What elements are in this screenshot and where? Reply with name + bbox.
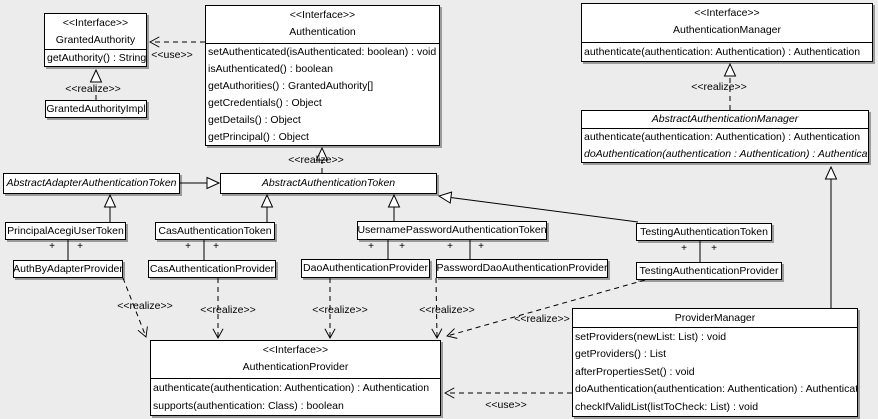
method-item: getDetails() : Object <box>208 114 301 127</box>
edge-label-realize: <<realize>> <box>419 304 475 316</box>
class-name: AuthenticationManager <box>673 24 781 36</box>
class-auth-by-adapter-provider[interactable]: AuthByAdapterProvider <box>13 260 123 278</box>
multiplicity-label: + <box>213 241 219 252</box>
class-testing-authentication-token[interactable]: TestingAuthenticationToken <box>636 223 772 241</box>
class-name: TestingAuthenticationProvider <box>639 264 779 277</box>
edge-label-use: <<use>> <box>151 49 193 61</box>
compartment-divider <box>151 378 440 379</box>
class-dao-authentication-provider[interactable]: DaoAuthenticationProvider <box>301 259 430 278</box>
method-item: getPrincipal() : Object <box>208 131 309 144</box>
class-name: GrantedAuthority <box>55 34 136 46</box>
method-item: getProviders() : List <box>575 348 667 361</box>
method-item: authenticate(authentication: Authenticat… <box>584 131 861 144</box>
class-name: CasAuthenticationProvider <box>149 262 275 275</box>
compartment-divider <box>573 327 857 328</box>
edge-label-realize: <<realize>> <box>312 304 368 316</box>
method-item: checkIfValidList(listToCheck: List) : vo… <box>575 400 759 413</box>
class-name: PrincipalAcegiUserToken <box>7 224 124 237</box>
class-abstract-authentication-token[interactable]: AbstractAuthenticationToken <box>220 173 437 194</box>
method-item: getAuthority() : String <box>47 52 146 65</box>
method-item: isAuthenticated() : boolean <box>208 63 333 76</box>
class-authentication-manager[interactable]: <<Interface>> AuthenticationManager auth… <box>581 3 873 62</box>
edge-label-realize: <<realize>> <box>691 81 747 93</box>
multiplicity-label: + <box>185 241 191 252</box>
method-item: setAuthenticated(isAuthenticated: boolea… <box>208 46 437 59</box>
compartment-divider <box>582 42 872 43</box>
multiplicity-label: + <box>77 241 83 252</box>
stereotype-label: <<Interface>> <box>262 344 329 356</box>
class-authentication-provider[interactable]: <<Interface>> AuthenticationProvider aut… <box>150 340 441 416</box>
edge-label-realize: <<realize>> <box>65 83 121 95</box>
stereotype-label: <<Interface>> <box>289 9 356 21</box>
class-name: DaoAuthenticationProvider <box>303 262 428 275</box>
compartment-divider <box>206 43 439 44</box>
class-name: AuthenticationProvider <box>242 361 349 373</box>
class-username-password-authentication-token[interactable]: UsernamePasswordAuthenticationToken <box>357 221 547 240</box>
multiplicity-label: + <box>49 241 55 252</box>
class-name: AuthByAdapterProvider <box>13 262 123 275</box>
class-granted-authority-impl[interactable]: GrantedAuthorityImpl <box>45 100 147 118</box>
method-item: getAuthorities() : GrantedAuthority[] <box>208 80 374 93</box>
class-name: PasswordDaoAuthenticationProvider <box>436 262 608 275</box>
edge-label-realize: <<realize>> <box>288 154 344 166</box>
compartment-divider <box>45 49 146 50</box>
class-abstract-adapter-authentication-token[interactable]: AbstractAdapterAuthenticationToken <box>3 173 180 194</box>
method-item: authenticate(authentication: Authenticat… <box>153 381 430 394</box>
edge-label-realize: <<realize>> <box>514 313 570 325</box>
stereotype-label: <<Interface>> <box>694 7 760 19</box>
class-cas-authentication-token[interactable]: CasAuthenticationToken <box>155 222 275 240</box>
class-name: CasAuthenticationToken <box>158 224 272 237</box>
method-item: doAuthentication(authentication : Authen… <box>584 148 868 161</box>
multiplicity-label: + <box>681 243 687 254</box>
method-item: doAuthentication(authentication: Authent… <box>575 383 857 396</box>
method-item: supports(authentication: Class) : boolea… <box>153 399 344 412</box>
class-name: UsernamePasswordAuthenticationToken <box>357 224 547 237</box>
class-name: TestingAuthenticationToken <box>640 225 768 238</box>
multiplicity-label: + <box>399 241 405 252</box>
method-item: getCredentials() : Object <box>208 97 322 110</box>
method-item: afterPropertiesSet() : void <box>575 365 695 378</box>
edge-label-use: <<use>> <box>485 399 527 411</box>
class-name: AbstractAuthenticationManager <box>651 113 799 125</box>
method-item: authenticate(authentication: Authenticat… <box>584 46 861 59</box>
class-name: ProviderManager <box>674 312 756 324</box>
stereotype-label: <<Interface>> <box>62 17 129 29</box>
method-item: setProviders(newList: List) : void <box>575 330 727 343</box>
class-name: AbstractAuthenticationToken <box>261 177 396 190</box>
class-authentication[interactable]: <<Interface>> Authentication setAuthenti… <box>205 5 440 146</box>
class-name: AbstractAdapterAuthenticationToken <box>6 177 177 190</box>
compartment-divider <box>582 128 868 129</box>
edge-label-realize: <<realize>> <box>117 300 173 312</box>
multiplicity-label: + <box>711 243 717 254</box>
edge-label-realize: <<realize>> <box>200 304 256 316</box>
class-name: GrantedAuthorityImpl <box>46 102 146 115</box>
class-granted-authority[interactable]: <<Interface>> GrantedAuthority getAuthor… <box>44 13 147 67</box>
multiplicity-label: + <box>368 241 374 252</box>
class-testing-authentication-provider[interactable]: TestingAuthenticationProvider <box>636 262 782 280</box>
multiplicity-label: + <box>478 241 484 252</box>
class-cas-authentication-provider[interactable]: CasAuthenticationProvider <box>148 260 276 278</box>
multiplicity-label: + <box>447 241 453 252</box>
edge-generalization-testing-token[interactable] <box>439 196 639 223</box>
class-password-dao-authentication-provider[interactable]: PasswordDaoAuthenticationProvider <box>436 259 608 278</box>
class-abstract-authentication-manager[interactable]: AbstractAuthenticationManager authentica… <box>581 110 869 163</box>
class-name: Authentication <box>289 26 356 38</box>
class-provider-manager[interactable]: ProviderManager setProviders(newList: Li… <box>572 308 858 417</box>
class-principal-acegi-user-token[interactable]: PrincipalAcegiUserToken <box>5 222 126 240</box>
